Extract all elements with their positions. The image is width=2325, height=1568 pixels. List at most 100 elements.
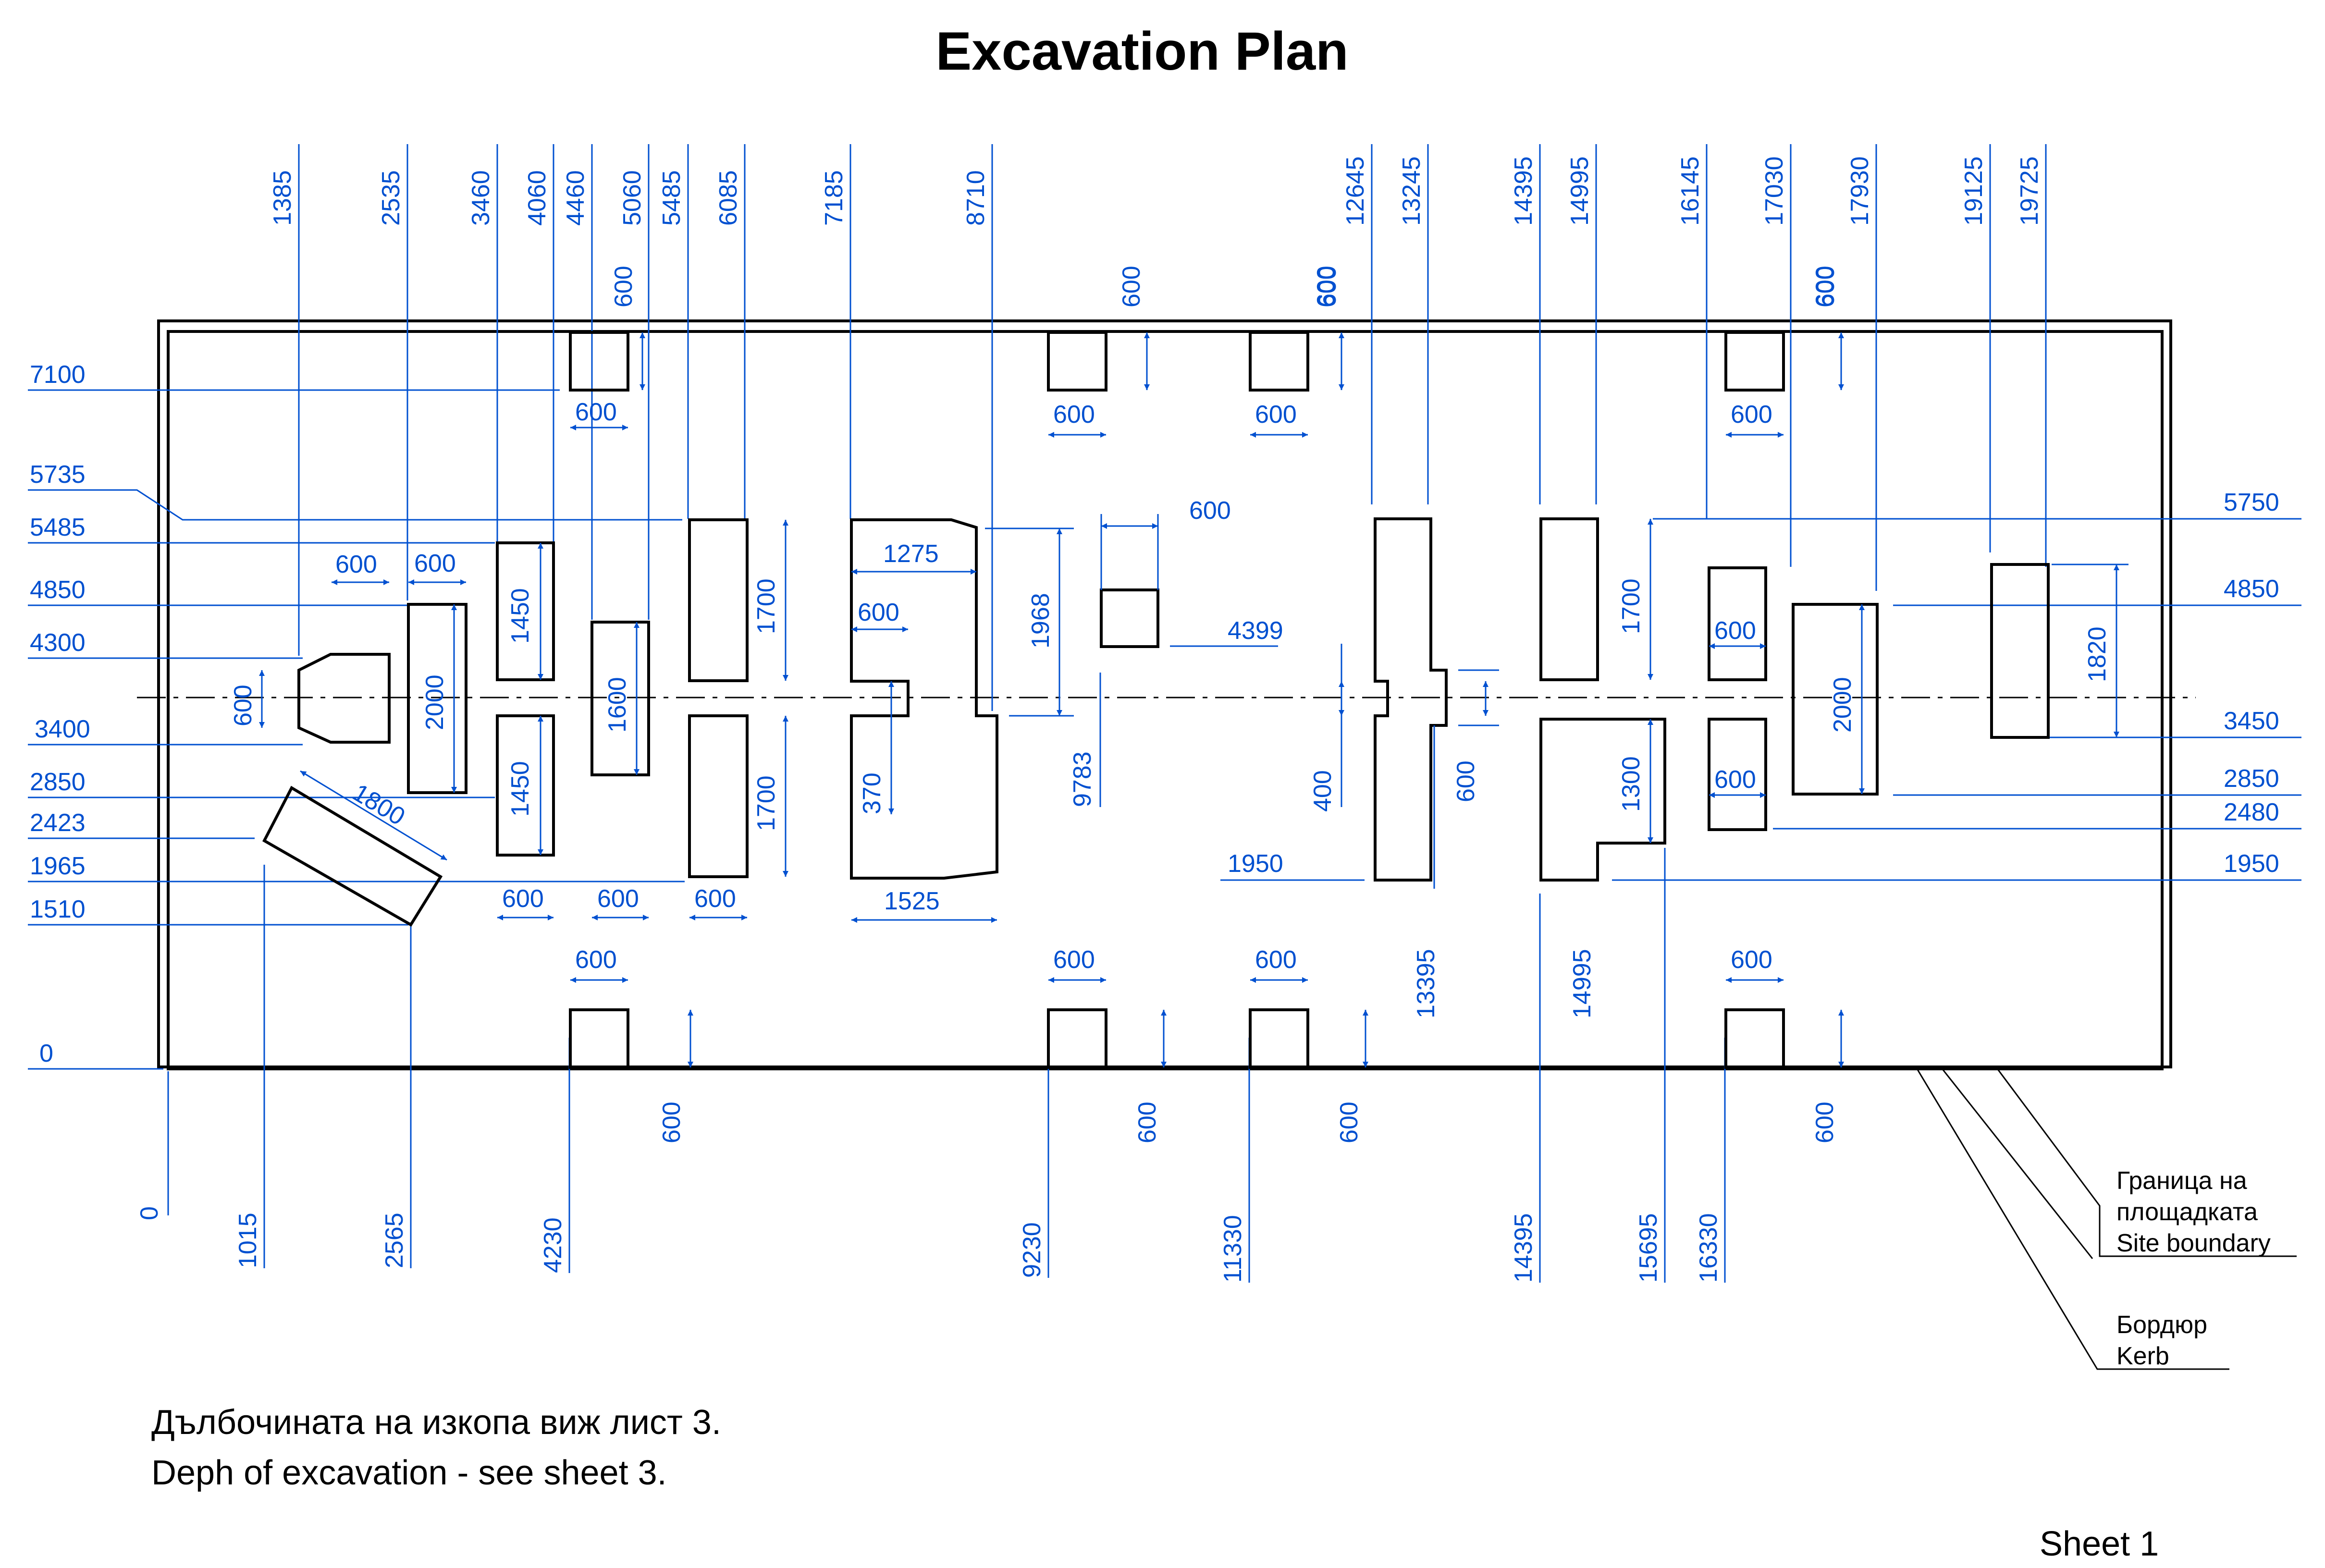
top-ordinate-label: 3460 <box>467 170 495 226</box>
dim-label: 600 <box>1255 401 1297 429</box>
bottom-ordinate-labels: 0 1015 2565 4230 9230 11330 14395 15695 … <box>135 1206 1722 1283</box>
left-ordinate-label: 3400 <box>35 715 90 743</box>
pad-bottom-3 <box>1249 1008 1309 1069</box>
top-ordinate-label: 16145 <box>1676 156 1704 226</box>
bottom-ordinate-label: 1015 <box>234 1213 262 1268</box>
dim-label: 600 <box>502 885 544 913</box>
top-ordinate-label: 19125 <box>1960 156 1988 226</box>
left-ordinate-label: 1965 <box>30 852 86 880</box>
dim-label: 600 <box>1053 401 1095 429</box>
site-boundary <box>157 319 2172 1068</box>
pit-central-irregular <box>850 518 998 880</box>
pit-left-hex <box>297 653 391 744</box>
dim-label: 600 <box>1053 946 1095 974</box>
left-ordinate-label: 7100 <box>30 361 86 389</box>
pad-top-2 <box>1047 331 1107 392</box>
dim-label: 600 <box>575 398 617 426</box>
left-extension-lines <box>28 389 685 1070</box>
dim-label: 600 <box>1335 1102 1363 1143</box>
pad-top-4 <box>1724 331 1785 392</box>
top-ordinate-label: 6085 <box>714 170 742 226</box>
dim-label: 2000 <box>421 674 449 730</box>
legend-leaders <box>1916 1067 2297 1370</box>
top-ordinate-label: 12645 <box>1341 156 1369 226</box>
pit-2000-b <box>1792 603 1879 796</box>
sheet-number: Sheet 1 <box>2040 1525 2159 1563</box>
dim-label: 600 <box>658 1102 686 1143</box>
pit-1450-lower <box>496 714 555 857</box>
dim-label: 600 <box>1811 1102 1839 1143</box>
left-ordinate-label: 2423 <box>30 809 86 837</box>
top-ordinate-label: 5060 <box>618 170 646 226</box>
pit-1700-upper <box>688 518 749 682</box>
pad-bottom-4 <box>1724 1008 1785 1069</box>
top-ordinate-label: 2535 <box>377 170 405 226</box>
top-ordinate-label: 4460 <box>562 170 590 226</box>
dim-label: 600 <box>1714 617 1756 645</box>
dim-label: 9783 <box>1069 751 1096 807</box>
dim-label: 1525 <box>884 887 940 915</box>
pit-1700-lower <box>688 714 749 878</box>
left-ordinate-label: 5485 <box>30 514 86 541</box>
drawing-title: Excavation Plan <box>935 21 1348 81</box>
top-ordinate-label: 7185 <box>820 170 848 226</box>
dim-label: 1950 <box>1228 850 1283 878</box>
pit-small-square <box>1100 588 1159 648</box>
dim-label: 600 <box>858 599 899 626</box>
pit-1820 <box>1990 563 2050 739</box>
bottom-ordinate-label: 11330 <box>1219 1215 1247 1283</box>
note-english: Deph of excavation - see sheet 3. <box>151 1454 667 1492</box>
dim-label: 400 <box>1309 770 1337 812</box>
pit-1700-right <box>1539 517 1599 681</box>
dim-label: 600 <box>1714 766 1756 794</box>
dim-label: 1700 <box>752 775 780 831</box>
pad-bottom-1 <box>569 1008 629 1069</box>
dim-label: 2000 <box>1829 677 1857 733</box>
dim-label: 600 <box>694 885 736 913</box>
dim-label: 600 <box>1189 497 1231 525</box>
right-ordinate-label: 2480 <box>2224 798 2279 826</box>
left-ordinate-label: 4850 <box>30 576 86 604</box>
dim-label: 600 <box>1731 401 1772 429</box>
dim-label: 1700 <box>752 578 780 634</box>
dim-label: 1300 <box>1617 756 1645 812</box>
pit-l-shaped <box>1539 718 1666 882</box>
dim-label: 1450 <box>506 588 534 644</box>
dim-label: 600 <box>1133 1102 1161 1143</box>
kerb-line <box>167 330 2164 1070</box>
bottom-ordinate-label: 0 <box>135 1206 163 1220</box>
pit-rotated <box>262 785 443 927</box>
bottom-ordinate-label: 15695 <box>1635 1213 1662 1283</box>
left-ordinate-label: 2850 <box>30 768 86 796</box>
pit-1450-upper <box>496 541 555 681</box>
bottom-ordinate-label: 14395 <box>1510 1213 1538 1283</box>
legend-site-boundary-bg-line2: площадката <box>2116 1198 2258 1226</box>
dim-label: 4399 <box>1228 617 1283 645</box>
right-ordinate-labels: 5750 4850 3450 2850 2480 1950 <box>2224 489 2279 878</box>
top-ordinate-label: 5485 <box>658 170 686 226</box>
legend-site-boundary-en: Site boundary <box>2116 1229 2271 1257</box>
dim-label: 370 <box>858 772 886 814</box>
dim-label: 1450 <box>506 761 534 817</box>
dim-label: 600 <box>229 685 257 726</box>
dim-label: 1700 <box>1617 578 1645 634</box>
dim-label: 600 <box>1314 266 1341 307</box>
excavation-outlines <box>262 331 2050 1069</box>
dim-label: 14995 <box>1568 949 1596 1018</box>
top-ordinate-labels: 1385 2535 3460 4060 4460 5060 5485 6085 … <box>269 156 2043 226</box>
dim-label: 13395 <box>1412 949 1440 1018</box>
right-ordinate-label: 1950 <box>2224 850 2279 878</box>
dim-label: 1600 <box>603 677 631 733</box>
right-extension-lines <box>1612 518 2301 881</box>
legend-kerb-bg: Бордюр <box>2116 1311 2207 1339</box>
legend: Граница на площадката Site boundary Борд… <box>2116 1167 2271 1370</box>
dim-label: 600 <box>575 946 617 974</box>
dim-label: 600 <box>1812 266 1840 307</box>
bottom-ordinate-label: 2565 <box>381 1213 408 1268</box>
legend-kerb-en: Kerb <box>2116 1342 2169 1370</box>
note-bulgarian: Дълбочината на изкопа виж лист 3. <box>151 1403 721 1442</box>
dim-label: 1275 <box>883 540 939 568</box>
top-ordinate-label: 17930 <box>1846 156 1874 226</box>
